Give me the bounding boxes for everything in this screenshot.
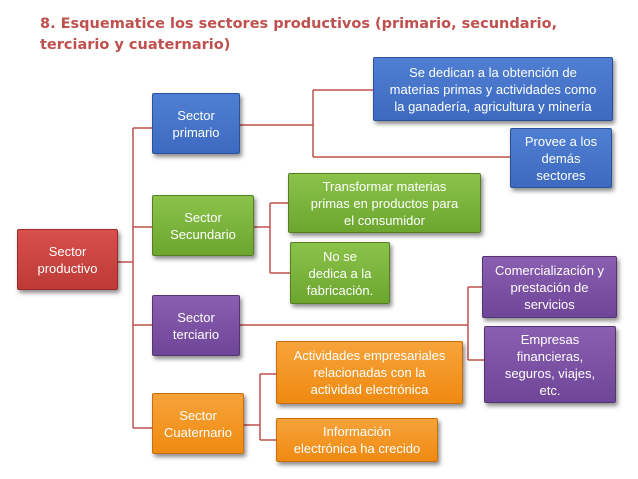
- sector-secundario-box: Sector Secundario: [152, 195, 254, 256]
- sector-primario-label: Sector primario: [172, 107, 220, 140]
- terciario-detail-1: Comercialización y prestación de servici…: [482, 256, 617, 318]
- cuaternario-detail-2: Información electrónica ha crecido: [276, 418, 438, 462]
- sector-terciario-label: Sector terciario: [172, 309, 220, 342]
- sector-cuaternario-label: Sector Cuaternario: [164, 407, 232, 440]
- sector-cuaternario-box: Sector Cuaternario: [152, 393, 244, 454]
- sector-primario-box: Sector primario: [152, 93, 240, 154]
- sector-terciario-box: Sector terciario: [152, 295, 240, 356]
- terciario-detail-2: Empresas financieras, seguros, viajes, e…: [484, 326, 616, 403]
- page-title: 8. Esquematice los sectores productivos …: [40, 16, 558, 53]
- cuaternario-detail-1: Actividades empresariales relacionadas c…: [276, 341, 463, 404]
- primario-detail-2: Provee a los demás sectores: [510, 128, 612, 188]
- sector-productivo-label: Sector productivo: [37, 243, 98, 276]
- sector-productivo-box: Sector productivo: [17, 229, 118, 290]
- secundario-detail-1: Transformar materias primas en productos…: [288, 173, 481, 233]
- sector-secundario-label: Sector Secundario: [170, 209, 236, 242]
- primario-detail-1: Se dedican a la obtención de materias pr…: [373, 57, 613, 121]
- secundario-detail-2: No se dedica a la fabricación.: [290, 242, 390, 304]
